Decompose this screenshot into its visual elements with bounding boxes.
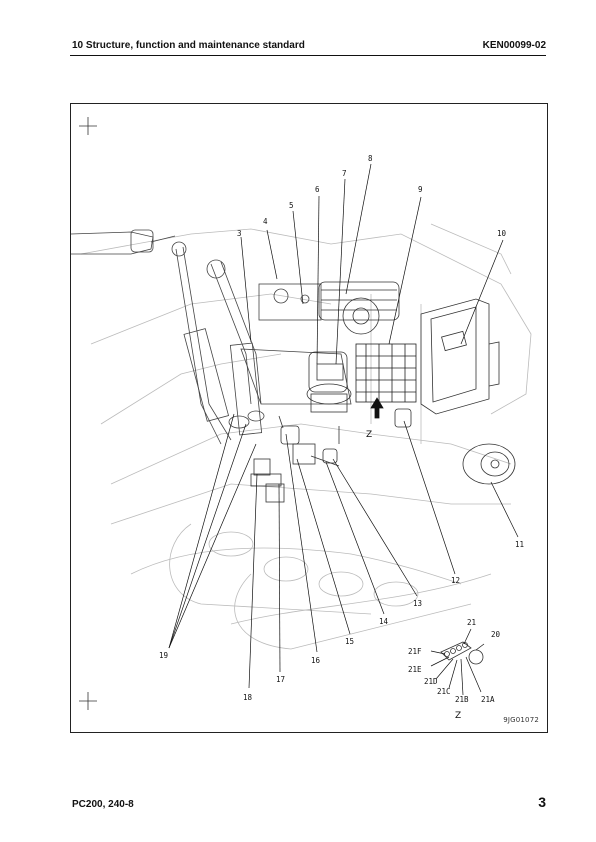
callout-21D: 21D (424, 677, 438, 686)
header-rule (70, 55, 546, 56)
callout-16: 16 (311, 656, 321, 665)
document-code: KEN00099-02 (482, 40, 546, 51)
callout-17: 17 (276, 675, 285, 684)
callout-18: 18 (243, 693, 253, 702)
control-valve (355, 343, 417, 403)
view-arrow-z (370, 397, 384, 419)
small-valves (250, 408, 412, 503)
callout-21B: 21B (455, 695, 469, 704)
callout-3: 3 (237, 229, 242, 238)
callout-21C: 21C (437, 687, 451, 696)
machine-ghost-outline (80, 223, 532, 650)
callout-8: 8 (368, 154, 373, 163)
callout-21: 21 (467, 618, 476, 627)
callout-19: 19 (159, 651, 168, 660)
main-pump (318, 281, 400, 335)
swing-motor (306, 351, 352, 413)
callout-13: 13 (413, 599, 422, 608)
callout-5: 5 (289, 201, 294, 210)
registration-mark-bottom (79, 692, 97, 710)
callout-15: 15 (345, 637, 354, 646)
section-title: 10 Structure, function and maintenance s… (72, 40, 305, 51)
callout-21F: 21F (408, 647, 422, 656)
callout-6: 6 (315, 185, 320, 194)
view-label-z: Z (366, 430, 372, 440)
callout-9: 9 (418, 185, 423, 194)
callout-21A: 21A (481, 695, 495, 704)
footer-model: PC200, 240-8 (72, 799, 134, 810)
boom-arm (71, 229, 262, 445)
leader-lines (168, 163, 519, 696)
callout-20: 20 (491, 630, 501, 639)
registration-mark-top (79, 117, 97, 135)
callout-4: 4 (263, 217, 268, 226)
callout-14: 14 (379, 617, 389, 626)
callout-21E: 21E (408, 665, 422, 674)
excavator-hydraulic-diagram: 3 4 5 6 7 8 9 10 11 12 13 14 15 16 17 18… (71, 117, 532, 721)
callout-labels: 3 4 5 6 7 8 9 10 11 12 13 14 15 16 17 18… (159, 154, 524, 721)
image-code: 9JG01072 (503, 716, 539, 724)
solenoid-valve-detail (440, 641, 484, 665)
callout-7: 7 (342, 169, 347, 178)
callout-12: 12 (451, 576, 460, 585)
page-number: 3 (538, 794, 546, 810)
view-label-z-detail: Z (455, 711, 461, 721)
travel-motor (462, 443, 516, 485)
figure-frame: 3 4 5 6 7 8 9 10 11 12 13 14 15 16 17 18… (70, 103, 548, 733)
callout-11: 11 (515, 540, 524, 549)
callout-10: 10 (497, 229, 507, 238)
hydraulic-tank (240, 283, 352, 405)
oil-cooler (420, 298, 500, 415)
cylinders (183, 328, 265, 436)
